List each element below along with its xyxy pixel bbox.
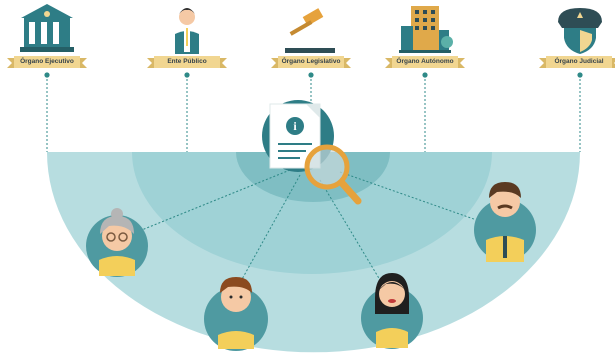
- gavel-icon: [285, 8, 335, 53]
- connector-dot: [308, 72, 314, 78]
- woman-avatar: [361, 273, 423, 349]
- young-man-avatar: [204, 277, 268, 351]
- organ-label: Órgano Autónomo: [385, 56, 465, 68]
- connector-dot: [184, 72, 190, 78]
- organ-label: Órgano Judicial: [539, 56, 615, 68]
- public-official-icon: [175, 8, 199, 54]
- office-building-icon: [399, 6, 453, 53]
- connector-dot: [577, 72, 583, 78]
- svg-text:i: i: [293, 119, 297, 133]
- connector-dot: [44, 72, 50, 78]
- fan-middle: [132, 152, 492, 274]
- organ-label: Órgano Legislativo: [271, 56, 351, 68]
- elderly-woman-avatar: [86, 208, 148, 277]
- government-building-icon: [20, 4, 74, 52]
- magnifying-glass-icon: [304, 144, 362, 205]
- connector-dot: [422, 72, 428, 78]
- connector-line: [116, 169, 291, 241]
- man-with-tie-avatar: [474, 182, 536, 262]
- police-shield-icon: [558, 8, 602, 54]
- organ-label: Órgano Ejecutivo: [7, 56, 87, 68]
- organ-label: Ente Público: [147, 56, 227, 68]
- organ-connectors: [46, 75, 581, 152]
- connector-line: [235, 174, 301, 291]
- connector-dots: [44, 72, 583, 78]
